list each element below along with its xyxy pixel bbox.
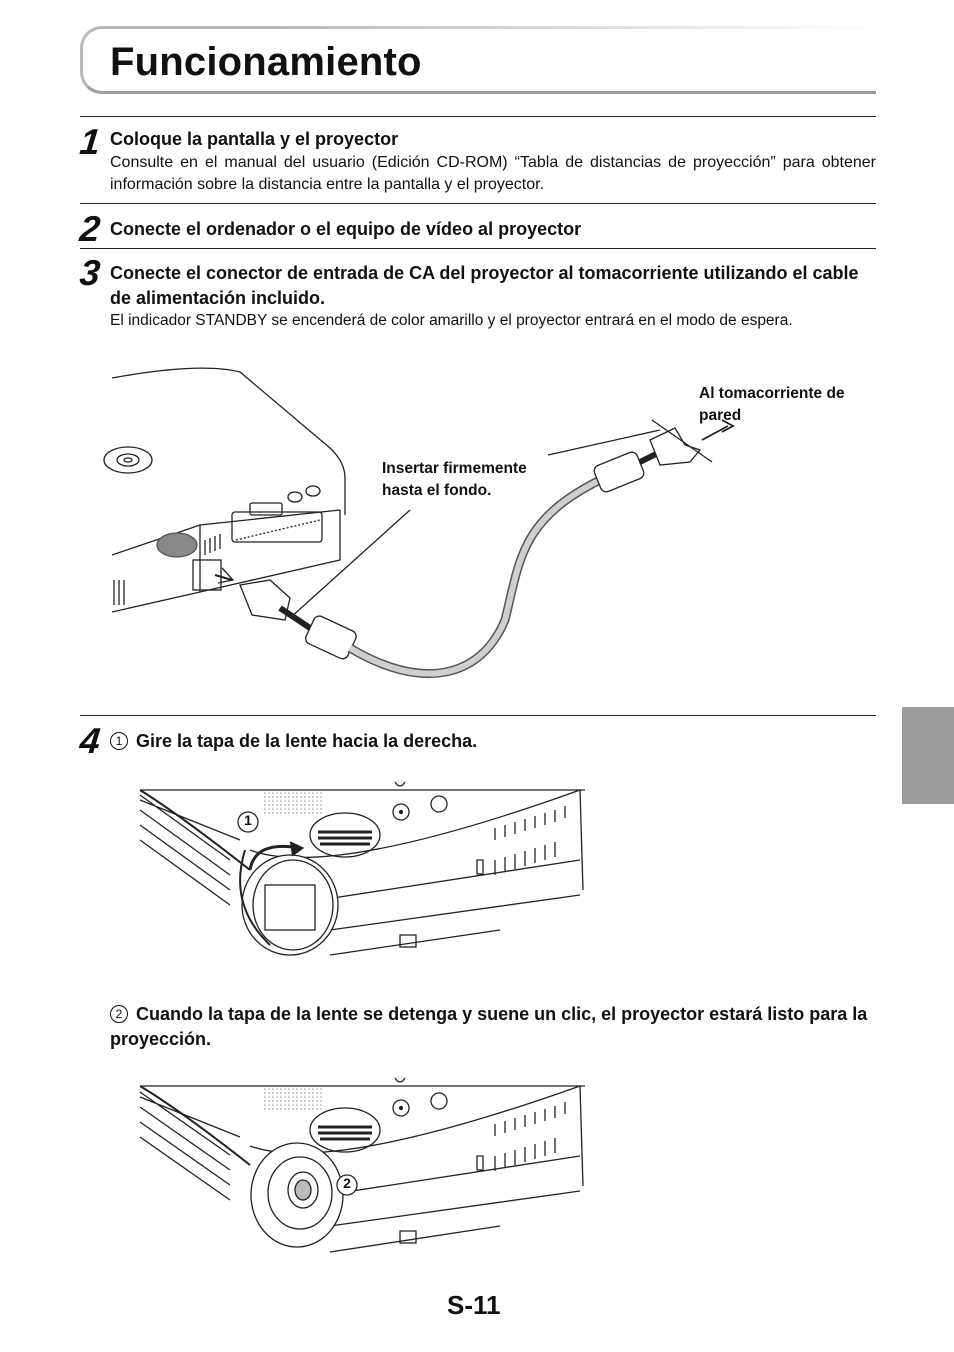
substep-marker: 1 (110, 732, 128, 750)
callout-wall-outlet: Al tomacorriente de pared (699, 385, 845, 424)
step-2-title: Conecte el ordenador o el equipo de víde… (110, 219, 582, 239)
figure-marker-2: 2 (343, 1175, 351, 1191)
step-1-body: Consulte en el manual del usuario (Edici… (110, 154, 876, 193)
step-3-title: Conecte el conector de entrada de CA del… (110, 263, 859, 308)
step-1-title: Coloque la pantalla y el proyector (110, 129, 399, 149)
callout-insert-firmly: Insertar firmemente hasta el fondo. (382, 460, 527, 499)
step-3-body: El indicador STANDBY se encenderá de col… (110, 312, 793, 329)
title-frame (80, 26, 879, 94)
substep-marker: 2 (110, 1005, 128, 1023)
substep-1-text: Gire la tapa de la lente hacia la derech… (136, 731, 478, 751)
divider (80, 715, 876, 716)
page-title: Funcionamiento (110, 40, 422, 84)
section-tab (902, 707, 954, 804)
page-number: S-11 (447, 1290, 501, 1320)
divider (80, 116, 876, 117)
step-4-substep-1: 1 Gire la tapa de la lente hacia la derec… (110, 729, 876, 754)
substep-2-text: Cuando la tapa de la lente se detenga y … (110, 1004, 868, 1049)
figure-marker-1: 1 (244, 812, 252, 828)
divider (80, 203, 876, 204)
divider (80, 248, 876, 249)
